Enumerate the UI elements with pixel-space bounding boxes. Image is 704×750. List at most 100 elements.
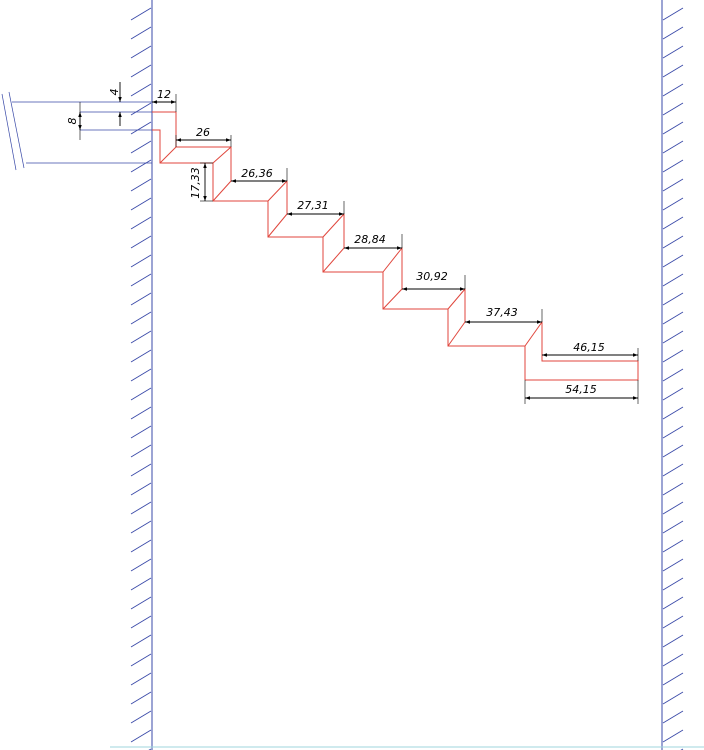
hatch-stroke: [662, 710, 684, 724]
dim-label-top-gap: 4: [108, 89, 121, 96]
hatch-stroke: [662, 596, 684, 610]
hatch-stroke: [662, 273, 684, 287]
hatch-stroke: [130, 273, 152, 287]
dim-label-tread-6: 37,43: [486, 306, 518, 319]
hatch-stroke: [662, 482, 684, 496]
hatch-stroke: [662, 26, 684, 40]
hatch-stroke: [662, 558, 684, 572]
hatch-stroke: [130, 349, 152, 363]
hatch-stroke: [130, 387, 152, 401]
dim-label-first-tread: 12: [157, 88, 171, 101]
hatch-stroke: [662, 349, 684, 363]
dimension-first-tread: 12: [152, 88, 177, 112]
dimension-bottom-total: 54,15: [524, 380, 639, 404]
hatch-stroke: [130, 672, 152, 686]
hatch-stroke: [662, 83, 684, 97]
hatch-stroke: [662, 425, 684, 439]
dimension-tread-4: 28,84: [344, 233, 403, 250]
hatch-stroke: [662, 463, 684, 477]
tread-depth-lines: [159, 146, 543, 347]
hatch-stroke: [130, 311, 152, 325]
hatch-stroke: [130, 425, 152, 439]
hatch-stroke: [662, 653, 684, 667]
dim-label-tread-1: 26: [196, 126, 210, 139]
hatch-stroke: [130, 463, 152, 477]
hatch-stroke: [130, 615, 152, 629]
hatch-stroke: [662, 178, 684, 192]
dimension-tread-6: 37,43: [465, 306, 543, 324]
hatch-stroke: [130, 729, 152, 743]
dim-label-tread-7: 46,15: [573, 341, 605, 354]
hatch-stroke: [662, 444, 684, 458]
hatch-stroke: [130, 254, 152, 268]
hatch-stroke: [130, 83, 152, 97]
dimension-tread-5: 30,92: [402, 270, 466, 291]
hatch-stroke: [130, 444, 152, 458]
right-wall: [661, 0, 684, 750]
hatch-stroke: [662, 577, 684, 591]
hatch-stroke: [130, 710, 152, 724]
hatch-stroke: [662, 672, 684, 686]
hatch-stroke: [130, 102, 152, 116]
dimension-riser: 17,33: [189, 162, 213, 202]
left-wall-hatching: [130, 7, 152, 750]
hatch-stroke: [662, 235, 684, 249]
hatch-stroke: [662, 121, 684, 135]
hatch-stroke: [130, 691, 152, 705]
hatch-stroke: [130, 558, 152, 572]
hatch-stroke: [662, 406, 684, 420]
hatch-stroke: [130, 634, 152, 648]
hatch-stroke: [130, 235, 152, 249]
dimension-tread-3: 27,31: [287, 199, 345, 216]
hatch-stroke: [130, 330, 152, 344]
hatch-stroke: [662, 387, 684, 401]
hatch-stroke: [662, 501, 684, 515]
hatch-stroke: [130, 64, 152, 78]
hatch-stroke: [130, 501, 152, 515]
hatch-stroke: [130, 292, 152, 306]
hatch-stroke: [130, 520, 152, 534]
hatch-stroke: [662, 292, 684, 306]
dim-label-riser: 17,33: [189, 167, 202, 199]
hatch-stroke: [662, 330, 684, 344]
hatch-stroke: [130, 178, 152, 192]
hatch-stroke: [662, 64, 684, 78]
hatch-stroke: [662, 45, 684, 59]
stair-stringer: [152, 111, 639, 381]
hatch-stroke: [130, 368, 152, 382]
hatch-stroke: [130, 216, 152, 230]
hatch-stroke: [130, 121, 152, 135]
hatch-stroke: [662, 197, 684, 211]
hatch-stroke: [130, 7, 152, 21]
dim-label-tread-2: 26,36: [241, 167, 273, 180]
hatch-stroke: [130, 539, 152, 553]
dimension-tread-7: 46,15: [542, 341, 639, 361]
hatch-stroke: [662, 520, 684, 534]
dim-label-bottom-total: 54,15: [565, 383, 597, 396]
hatch-stroke: [662, 140, 684, 154]
hatch-stroke: [662, 311, 684, 325]
hatch-stroke: [130, 197, 152, 211]
left-wall: [130, 0, 153, 750]
hatch-stroke: [662, 634, 684, 648]
right-wall-hatching: [662, 7, 684, 750]
dimension-top-gap: 4: [108, 82, 122, 126]
hatch-stroke: [130, 577, 152, 591]
upper-slab-reference: [1, 91, 152, 171]
hatch-stroke: [662, 159, 684, 173]
hatch-stroke: [130, 596, 152, 610]
hatch-stroke: [130, 45, 152, 59]
dimension-tread-2: 26,36: [231, 167, 288, 183]
hatch-stroke: [662, 254, 684, 268]
dimension-tread-1: 26: [175, 126, 232, 147]
hatch-stroke: [662, 729, 684, 743]
dim-label-slab-thickness: 8: [66, 118, 79, 125]
hatch-stroke: [662, 691, 684, 705]
hatch-stroke: [130, 159, 152, 173]
hatch-stroke: [130, 653, 152, 667]
hatch-stroke: [662, 7, 684, 21]
dim-label-tread-3: 27,31: [297, 199, 329, 212]
hatch-stroke: [662, 615, 684, 629]
dim-label-tread-5: 30,92: [416, 270, 448, 283]
